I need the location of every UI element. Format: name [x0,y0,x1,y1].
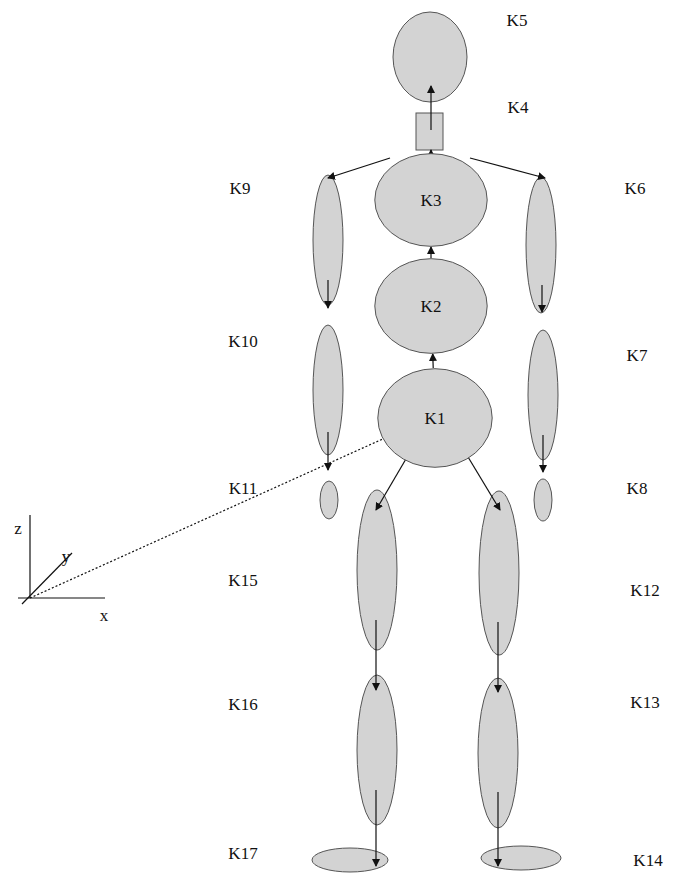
axis-label: z [14,520,22,537]
segment-label: K13 [630,694,659,711]
segment-label: K9 [230,180,251,197]
joint-arrow [432,354,434,368]
segment-label: K6 [625,180,646,197]
segment-label: K7 [627,347,648,364]
segment-label: K14 [633,852,662,869]
segment-label: K12 [630,582,659,599]
segment-label: K1 [425,410,446,427]
segment-label: K15 [228,572,257,589]
body-segment-ellipse: K3 [374,153,488,247]
segment-label: K17 [228,845,257,862]
segment-label: K2 [421,298,442,315]
body-segment-ellipse: K2 [374,258,488,354]
axis-label: y [62,548,71,565]
segment-label: K8 [627,480,648,497]
segment-label: K10 [228,333,257,350]
body-segment-ellipse: K1 [377,368,493,468]
segment-label: K5 [507,12,528,29]
joint-arrow [430,247,431,258]
segment-label: K4 [508,99,529,116]
segment-label: K16 [228,696,257,713]
segment-label: K11 [229,480,258,497]
segment-label: K3 [421,192,442,209]
axis-label: x [100,607,109,624]
